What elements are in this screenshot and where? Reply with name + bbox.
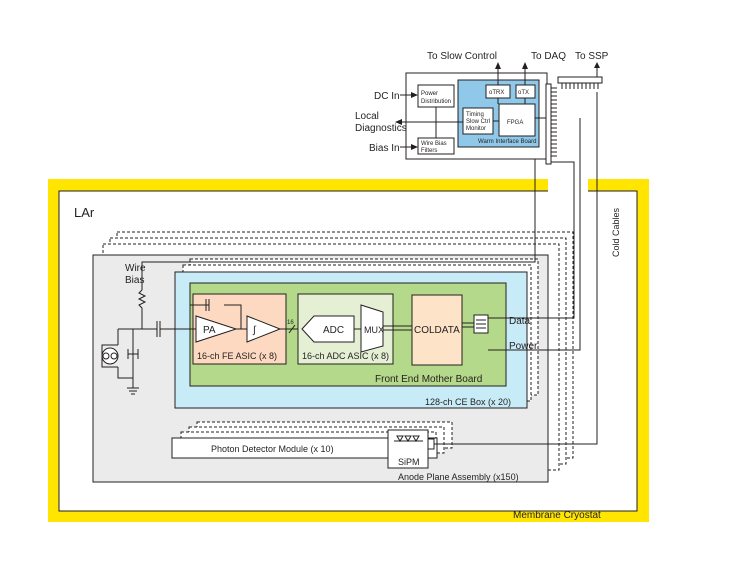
ce-box-label: 128-ch CE Box (x 20) (425, 397, 511, 407)
warm-interface-crate: Warm Interface Board Power Distribution … (405, 72, 557, 165)
mux-to-coldata-link (383, 325, 412, 331)
timing-monitor-box (462, 107, 494, 135)
to-ssp-label: To SSP (575, 51, 609, 62)
cold-cables-label: Cold Cables (611, 207, 621, 257)
femb-label: Front End Mother Board (375, 374, 482, 385)
bias-in-arrow-icon (411, 144, 418, 150)
wire-bias-filters-label-2: Filters (421, 148, 437, 154)
ssp-connector-icon (557, 76, 603, 84)
local-diagnostics-label-2: Diagnostics (355, 123, 407, 134)
sipm-connector-icon (427, 438, 435, 450)
slow-control-arrow-icon (495, 62, 501, 69)
ssp-arrow-icon (594, 62, 600, 68)
bias-in-label: Bias In (369, 143, 400, 154)
fpga-box (498, 103, 536, 137)
current-source-icon (101, 347, 119, 365)
photon-detector: Photon Detector Module (x 10) SiPM (171, 92, 598, 469)
timing-label-1: Timing (466, 112, 484, 118)
mux-block (360, 304, 384, 353)
pa-label: PA (203, 325, 216, 336)
otrx-label: oTRX (489, 90, 504, 96)
coldata: COLDATA Data Power (383, 294, 538, 366)
data-label: Data (509, 316, 531, 327)
dc-in-label: DC In (374, 91, 400, 102)
power-distribution-label-1: Power (421, 91, 438, 97)
mux-label: MUX (364, 325, 384, 335)
daq-arrow-icon (522, 62, 528, 69)
cold-cables: Cold Cables (488, 118, 621, 351)
bias-resistor-icon (137, 289, 147, 329)
coldata-box (411, 294, 463, 366)
power-cable (488, 118, 581, 351)
to-slow-control-label: To Slow Control (427, 51, 497, 62)
pd-cable (434, 92, 598, 445)
to-daq-label: To DAQ (531, 51, 566, 62)
adc-asic: ADC MUX 16-ch ADC ASIC (x 8) (297, 293, 394, 365)
bus-slash-icon (288, 324, 296, 334)
external-io: To Slow Control To DAQ DC In Local Diagn… (355, 51, 566, 154)
photon-detector-module (171, 437, 438, 459)
ssp-connector: To SSP (557, 51, 609, 89)
pd-module-label: Photon Detector Module (x 10) (211, 444, 334, 454)
otx-label: oTX (518, 90, 529, 96)
adc-asic-label: 16-ch ADC ASIC (x 8) (302, 351, 389, 361)
lar-label: LAr (74, 205, 95, 220)
data-cable (488, 161, 575, 319)
dc-in-arrow-icon (411, 92, 418, 98)
apa-wire-bias-label-1: Wire (125, 263, 146, 274)
apa-label: Anode Plane Assembly (x150) (398, 472, 519, 482)
timing-label-3: Monitor (466, 126, 486, 132)
flange-connector (545, 83, 552, 165)
timing-label-2: Slow Ctrl (466, 119, 490, 125)
cable-penetration-gap (548, 157, 588, 193)
coupling-capacitor-icon (156, 321, 161, 337)
local-diagnostics-arrow-icon (395, 119, 402, 125)
apa-wire-bias-label-2: Bias (125, 275, 144, 286)
sipm-label: SiPM (398, 457, 420, 467)
feedback-loop (189, 304, 242, 329)
wire-capacitance-icon (127, 349, 139, 359)
sipm-diodes-icon (394, 435, 423, 442)
fpga-label: FPGA (507, 120, 523, 126)
power-distribution-label-2: Distribution (421, 99, 451, 105)
integrator-label: ∫ (252, 325, 257, 336)
coldata-label: COLDATA (414, 325, 460, 336)
bus-width-label: 16 (287, 320, 294, 326)
power-label: Power (509, 341, 538, 352)
membrane-cryostat-label: Membrane Cryostat (513, 510, 601, 521)
fe-asic-label: 16-ch FE ASIC (x 8) (197, 351, 277, 361)
wire-bias-filters-label-1: Wire Bias (421, 141, 447, 147)
local-diagnostics-label-1: Local (355, 111, 379, 122)
wib-label: Warm Interface Board (478, 139, 536, 145)
coldata-to-connector (462, 322, 474, 328)
adc-label: ADC (323, 325, 344, 336)
flange-pins-icon (551, 87, 557, 157)
fe-asic: PA ∫ 16-ch FE ASIC (x 8) 16 (184, 293, 300, 365)
